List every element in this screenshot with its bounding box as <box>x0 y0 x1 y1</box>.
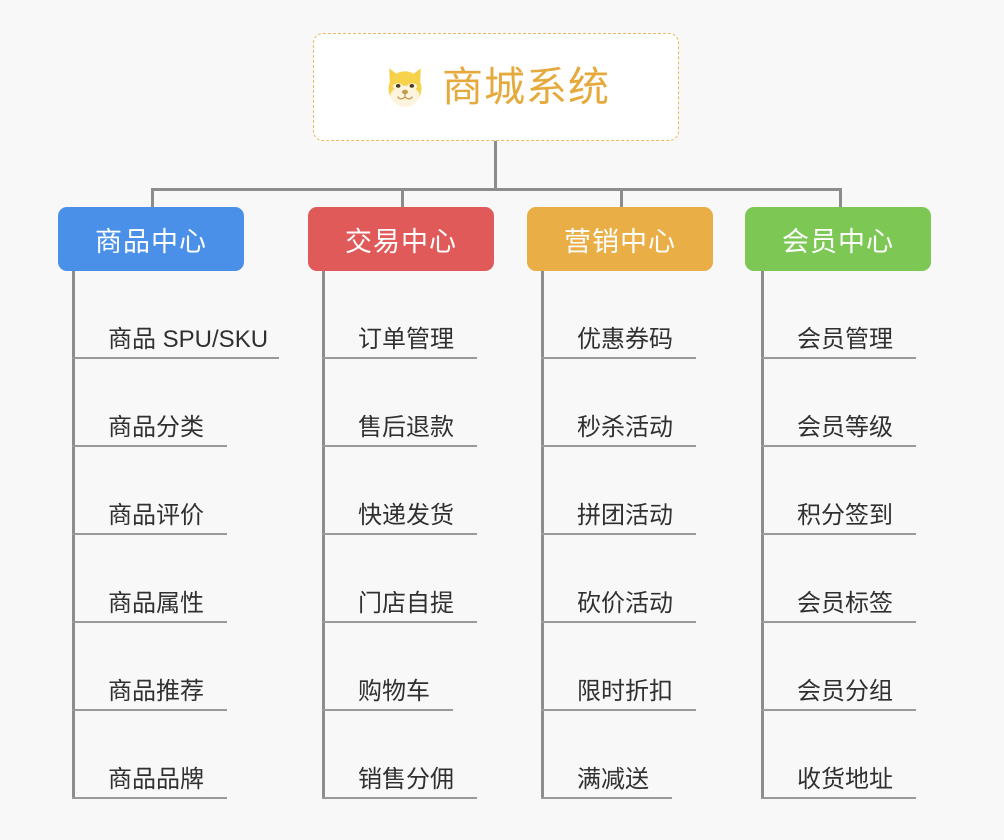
leaf-underline <box>72 709 227 711</box>
leaf-item[interactable]: 满减送 <box>541 711 687 799</box>
connector-root-stem <box>494 141 497 190</box>
category-box-member-center[interactable]: 会员中心 <box>745 207 931 271</box>
leaf-item[interactable]: 商品评价 <box>72 447 282 535</box>
category-box-marketing-center[interactable]: 营销中心 <box>527 207 713 271</box>
leaf-item[interactable]: 商品属性 <box>72 535 282 623</box>
leaf-item[interactable]: 会员标签 <box>761 535 916 623</box>
leaf-underline <box>72 533 227 535</box>
branch-spine-trade-center <box>322 271 325 799</box>
leaf-item-label: 会员管理 <box>797 325 893 353</box>
leaf-item[interactable]: 积分签到 <box>761 447 916 535</box>
leaf-item[interactable]: 秒杀活动 <box>541 359 696 447</box>
leaf-item-label: 商品评价 <box>108 501 204 529</box>
leaf-item-label: 会员标签 <box>797 589 893 617</box>
leaf-underline <box>72 357 279 359</box>
leaf-item[interactable]: 拼团活动 <box>541 447 696 535</box>
leaf-item[interactable]: 收货地址 <box>761 711 916 799</box>
leaf-underline <box>322 533 477 535</box>
leaf-item[interactable]: 优惠券码 <box>541 271 696 359</box>
leaf-item-label: 秒杀活动 <box>577 413 673 441</box>
leaf-underline <box>322 709 453 711</box>
leaf-underline <box>322 445 477 447</box>
leaf-item[interactable]: 售后退款 <box>322 359 477 447</box>
category-label: 会员中心 <box>782 226 894 257</box>
shiba-dog-face-icon <box>388 68 422 108</box>
leaf-list-member-center: 会员管理会员等级积分签到会员标签会员分组收货地址 <box>761 271 916 799</box>
leaf-item-label: 售后退款 <box>358 413 454 441</box>
leaf-item-label: 商品 SPU/SKU <box>108 325 269 353</box>
category-label: 商品中心 <box>95 226 207 257</box>
leaf-underline <box>541 533 696 535</box>
connector-drop-trade-center <box>401 188 404 209</box>
leaf-item-label: 限时折扣 <box>577 677 673 705</box>
leaf-item[interactable]: 商品推荐 <box>72 623 282 711</box>
leaf-underline <box>541 357 696 359</box>
leaf-item[interactable]: 会员等级 <box>761 359 916 447</box>
leaf-list-product-center: 商品 SPU/SKU 商品分类商品评价商品属性商品推荐商品品牌 <box>72 271 282 799</box>
leaf-item-label: 积分签到 <box>797 501 893 529</box>
leaf-underline <box>761 621 916 623</box>
leaf-underline <box>72 797 227 799</box>
leaf-underline <box>322 621 477 623</box>
leaf-item-label: 满减送 <box>577 765 649 793</box>
leaf-item-label: 商品品牌 <box>108 765 204 793</box>
leaf-item-label: 订单管理 <box>358 325 454 353</box>
leaf-underline <box>322 357 477 359</box>
leaf-item-label: 砍价活动 <box>577 589 673 617</box>
leaf-item[interactable]: 购物车 <box>322 623 468 711</box>
leaf-item[interactable]: 商品品牌 <box>72 711 282 799</box>
branch-spine-marketing-center <box>541 271 544 799</box>
leaf-item[interactable]: 砍价活动 <box>541 535 696 623</box>
leaf-item-label: 商品分类 <box>108 413 204 441</box>
leaf-underline <box>72 621 227 623</box>
leaf-underline <box>541 709 696 711</box>
leaf-item[interactable]: 限时折扣 <box>541 623 696 711</box>
leaf-item-label: 购物车 <box>358 677 430 705</box>
leaf-item[interactable]: 门店自提 <box>322 535 477 623</box>
leaf-item[interactable]: 订单管理 <box>322 271 477 359</box>
leaf-item-label: 拼团活动 <box>577 501 673 529</box>
leaf-item[interactable]: 商品分类 <box>72 359 282 447</box>
leaf-item-label: 快递发货 <box>358 501 454 529</box>
leaf-underline <box>541 621 696 623</box>
leaf-underline <box>761 797 916 799</box>
leaf-item-label: 会员等级 <box>797 413 893 441</box>
leaf-item[interactable]: 会员管理 <box>761 271 916 359</box>
branch-spine-member-center <box>761 271 764 799</box>
leaf-item[interactable]: 快递发货 <box>322 447 477 535</box>
leaf-list-marketing-center: 优惠券码秒杀活动拼团活动砍价活动限时折扣满减送 <box>541 271 696 799</box>
category-box-trade-center[interactable]: 交易中心 <box>308 207 494 271</box>
leaf-underline <box>761 357 916 359</box>
category-label: 交易中心 <box>345 226 457 257</box>
connector-drop-product-center <box>151 188 154 209</box>
connector-horizontal-bus <box>151 188 842 191</box>
leaf-underline <box>541 445 696 447</box>
branch-spine-product-center <box>72 271 75 799</box>
leaf-item-label: 门店自提 <box>358 589 454 617</box>
leaf-underline <box>72 445 227 447</box>
leaf-item[interactable]: 销售分佣 <box>322 711 477 799</box>
leaf-item[interactable]: 会员分组 <box>761 623 916 711</box>
leaf-underline <box>322 797 477 799</box>
connector-drop-marketing-center <box>620 188 623 209</box>
leaf-item-label: 商品推荐 <box>108 677 204 705</box>
connector-drop-member-center <box>839 188 842 209</box>
leaf-item-label: 销售分佣 <box>358 765 454 793</box>
root-node[interactable]: 商城系统 <box>313 33 679 141</box>
category-label: 营销中心 <box>564 226 676 257</box>
leaf-item[interactable]: 商品 SPU/SKU <box>72 271 282 359</box>
leaf-item-label: 收货地址 <box>797 765 893 793</box>
root-title: 商城系统 <box>442 63 610 110</box>
leaf-item-label: 会员分组 <box>797 677 893 705</box>
category-box-product-center[interactable]: 商品中心 <box>58 207 244 271</box>
leaf-underline <box>761 709 916 711</box>
leaf-item-label: 商品属性 <box>108 589 204 617</box>
leaf-underline <box>761 445 916 447</box>
leaf-underline <box>541 797 672 799</box>
leaf-underline <box>761 533 916 535</box>
leaf-item-label: 优惠券码 <box>577 325 673 353</box>
leaf-list-trade-center: 订单管理售后退款快递发货门店自提购物车销售分佣 <box>322 271 477 799</box>
